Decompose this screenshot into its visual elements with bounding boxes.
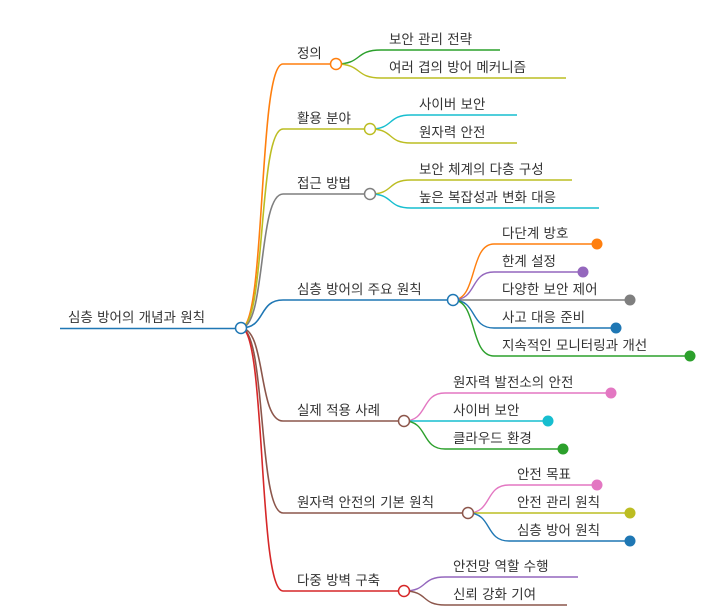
- branch-6-leaf-0-label: 안전망 역할 수행: [453, 559, 549, 575]
- branch-3-leaf-4-dot: [684, 350, 696, 362]
- branch-2-connector: [240, 193, 284, 329]
- root-node-label: 심층 방어의 개념과 원칙: [68, 310, 205, 326]
- branch-0-leaf-0-label: 보안 관리 전략: [389, 32, 472, 48]
- branch-5-label: 원자력 안전의 기본 원칙: [297, 495, 434, 511]
- branch-1-connector: [240, 128, 284, 329]
- branch-1-leaf-0-label: 사이버 보안: [419, 97, 485, 113]
- branch-3-leaf-1-dot: [577, 266, 589, 278]
- branch-2-leaf-1-connector: [369, 193, 412, 209]
- branch-4-leaf-0-label: 원자력 발전소의 안전: [453, 375, 573, 391]
- branch-3-leaf-4-label: 지속적인 모니터링과 개선: [502, 338, 647, 354]
- branch-5-leaf-1-dot: [624, 507, 636, 519]
- branch-6-label: 다중 방벽 구축: [297, 573, 380, 589]
- branch-6-leaf-1-connector: [403, 590, 446, 606]
- branch-6-toggle-node[interactable]: [397, 584, 411, 598]
- branch-4-leaf-2-connector: [403, 420, 446, 450]
- branch-3-leaf-2-dot: [624, 294, 636, 306]
- branch-1-label: 활용 분야: [297, 111, 351, 127]
- branch-1-toggle-node[interactable]: [363, 122, 377, 136]
- branch-2-leaf-1-label: 높은 복잡성과 변화 대응: [419, 190, 556, 206]
- branch-5-connector: [240, 327, 284, 514]
- branch-4-leaf-0-dot: [605, 387, 617, 399]
- branch-5-leaf-2-label: 심층 방어 원칙: [517, 523, 600, 539]
- branch-2-leaf-0-connector: [369, 179, 412, 195]
- branch-3-leaf-0-dot: [591, 238, 603, 250]
- branch-4-connector: [240, 327, 284, 422]
- branch-3-leaf-3-dot: [610, 322, 622, 334]
- branch-3-leaf-0-label: 다단계 방호: [502, 226, 568, 242]
- branch-0-leaf-0-connector: [335, 49, 382, 65]
- branch-5-leaf-0-label: 안전 목표: [517, 467, 571, 483]
- branch-3-leaf-3-label: 사고 대응 준비: [502, 310, 585, 326]
- branch-3-leaf-0-connector: [452, 243, 495, 301]
- root-toggle-node[interactable]: [234, 321, 248, 335]
- branch-1-leaf-1-label: 원자력 안전: [419, 125, 485, 141]
- branch-4-toggle-node[interactable]: [397, 414, 411, 428]
- branch-1-leaf-1-connector: [369, 128, 412, 144]
- mindmap-links: [60, 49, 690, 606]
- branch-3-leaf-1-label: 한계 설정: [502, 254, 556, 270]
- branch-3-leaf-4-connector: [452, 299, 495, 357]
- branch-2-label: 접근 방법: [297, 176, 351, 192]
- branch-3-leaf-2-label: 다양한 보안 제어: [502, 282, 598, 298]
- branch-1-leaf-0-connector: [369, 114, 412, 130]
- branch-5-leaf-0-connector: [467, 484, 510, 514]
- branch-0-connector: [240, 63, 284, 329]
- branch-4-leaf-2-dot: [557, 443, 569, 455]
- branch-0-label: 정의: [297, 46, 322, 62]
- branch-3-label: 심층 방어의 주요 원칙: [297, 282, 422, 298]
- branch-6-leaf-0-connector: [403, 576, 446, 592]
- branch-5-toggle-node[interactable]: [461, 506, 475, 520]
- branch-3-toggle-node[interactable]: [446, 293, 460, 307]
- branch-5-leaf-2-connector: [467, 512, 510, 542]
- branch-5-leaf-1-label: 안전 관리 원칙: [517, 495, 600, 511]
- branch-6-leaf-1-label: 신뢰 강화 기여: [453, 587, 536, 603]
- branch-4-label: 실제 적용 사례: [297, 403, 380, 419]
- branch-6-connector: [240, 327, 284, 592]
- branch-2-toggle-node[interactable]: [363, 187, 377, 201]
- branch-3-leaf-3-connector: [452, 299, 495, 329]
- branch-4-leaf-1-label: 사이버 보안: [453, 403, 519, 419]
- branch-5-leaf-0-dot: [591, 479, 603, 491]
- branch-3-leaf-1-connector: [452, 271, 495, 301]
- branch-0-toggle-node[interactable]: [329, 57, 343, 71]
- branch-5-leaf-2-dot: [624, 535, 636, 547]
- branch-2-leaf-0-label: 보안 체계의 다층 구성: [419, 162, 544, 178]
- branch-4-leaf-1-dot: [542, 415, 554, 427]
- branch-0-leaf-1-label: 여러 겹의 방어 메커니즘: [389, 60, 526, 76]
- branch-4-leaf-2-label: 클라우드 환경: [453, 431, 532, 447]
- branch-0-leaf-1-connector: [335, 63, 382, 79]
- branch-4-leaf-0-connector: [403, 392, 446, 422]
